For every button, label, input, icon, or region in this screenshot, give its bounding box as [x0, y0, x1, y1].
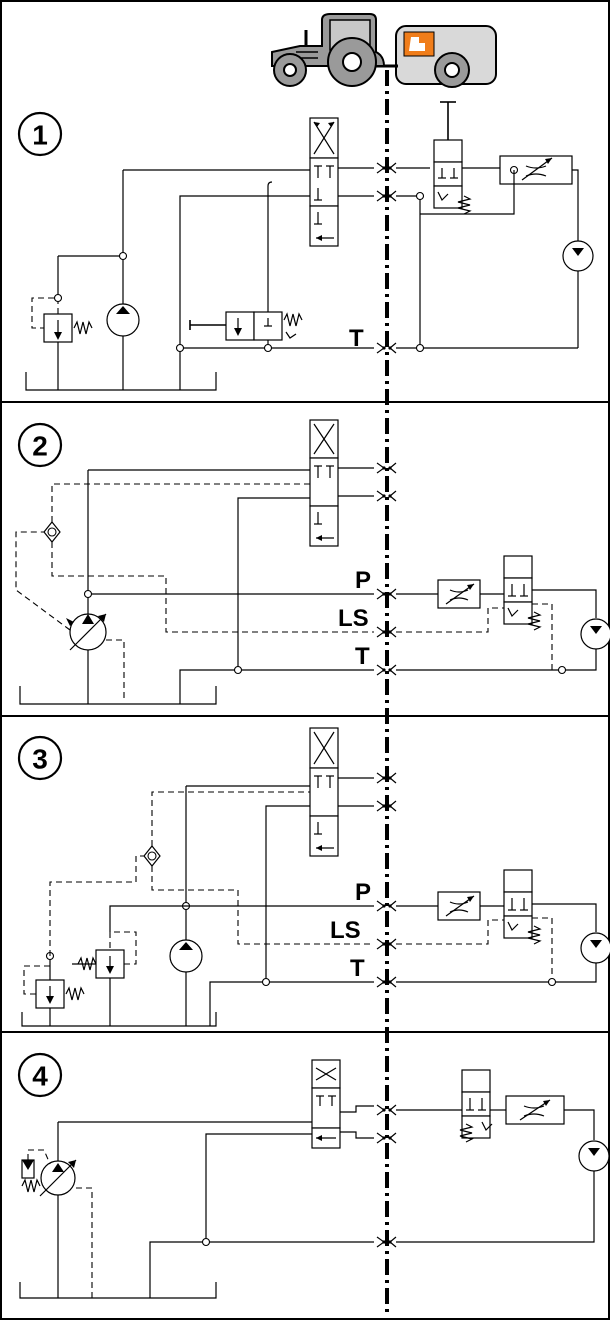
tractor	[271, 13, 386, 87]
panel-2-number: 2	[32, 431, 48, 462]
panel-2-number-badge	[17, 422, 63, 468]
panel-4-number: 4	[32, 1061, 48, 1092]
hydraulic-motor-2	[580, 618, 610, 650]
relief-valve-3	[23, 881, 136, 1026]
tank-2	[19, 686, 217, 705]
variable-pump-2	[15, 470, 125, 704]
directional-valve-3	[309, 727, 374, 857]
directional-valve-1	[309, 117, 374, 247]
trailer	[370, 25, 497, 88]
panel-4: 4	[17, 1052, 610, 1299]
panel-3-number-badge	[17, 735, 63, 781]
implement-circuit-4	[396, 1069, 610, 1243]
brand-logo-icon	[403, 31, 435, 57]
panel-3: 3	[17, 727, 610, 1027]
panel-2-port-label-2: T	[355, 643, 370, 670]
pump-3	[169, 786, 203, 1026]
implement-circuit-1	[396, 101, 594, 353]
panel-1-number: 1	[32, 120, 48, 151]
shuttle-valve-2	[43, 483, 374, 633]
tank-3	[21, 1012, 217, 1027]
panel-4-number-badge	[17, 1052, 63, 1098]
panel-1-number-badge	[17, 111, 63, 157]
hydraulic-motor-3	[580, 932, 610, 964]
tank-4	[19, 1282, 217, 1299]
implement-circuit-2	[396, 555, 610, 675]
directional-valve-4	[311, 1059, 374, 1149]
panel-3-port-label-2: T	[350, 955, 365, 982]
variable-pump-4	[21, 1122, 93, 1298]
shuttle-valve-3	[135, 791, 374, 945]
panel-2-port-label-1: LS	[338, 605, 369, 632]
directional-valve-2	[309, 419, 374, 547]
lever-valve-1	[189, 311, 303, 341]
panel-1-port-label-0: T	[349, 325, 364, 352]
panel-2: 2	[15, 419, 610, 705]
tractor-trailer-illustration	[271, 13, 497, 88]
panel-3-number: 3	[32, 744, 48, 775]
relief-valve-1	[31, 251, 128, 390]
panel-3-port-label-0: P	[355, 879, 371, 906]
compensator-valve-3	[72, 905, 374, 1026]
pump-1	[106, 170, 140, 390]
tank-1	[25, 372, 217, 391]
panel-1: 1	[17, 101, 594, 391]
panel-2-port-label-0: P	[355, 567, 371, 594]
implement-circuit-3	[396, 869, 610, 987]
panel-3-port-label-1: LS	[330, 917, 361, 944]
